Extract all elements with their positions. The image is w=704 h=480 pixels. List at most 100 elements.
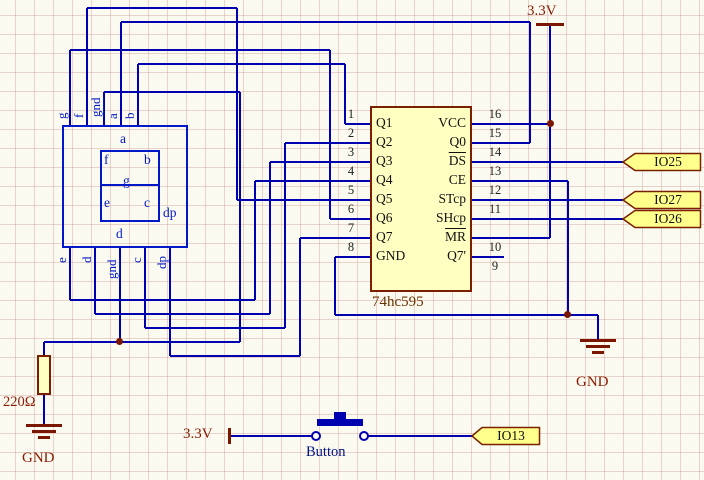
vcc-rail-label[interactable]: 3.3V [527, 3, 557, 19]
display-pin-label-dp: dp [154, 256, 169, 270]
wire [255, 180, 370, 182]
gnd-right-label[interactable]: GND [576, 374, 609, 390]
gnd-right-bar [586, 345, 610, 348]
ic-pin-name-q0: Q0 [449, 134, 467, 149]
display-pin-label-gnd-bottom: gnd [104, 259, 119, 279]
gnd-left-bar [26, 424, 62, 427]
io13-flag[interactable]: IO13 [471, 426, 541, 446]
io27-label: IO27 [654, 192, 682, 207]
ic-pin-name-q2: Q2 [376, 134, 393, 149]
ic-pin-name-q7: Q7 [376, 229, 393, 244]
ic-pin-number-10: 10 [488, 240, 502, 254]
display-pin-label-g: g [54, 112, 69, 120]
wire [472, 142, 530, 144]
ic-pin-name-shcp: SHcp [436, 210, 466, 225]
ic-pin-number-3: 3 [347, 145, 355, 159]
ic-pin-name-mr: MR [444, 229, 466, 244]
wire [86, 8, 88, 125]
wire [95, 313, 270, 315]
vcc-rail-bar [536, 23, 564, 26]
wire [299, 238, 301, 356]
wire [70, 49, 330, 51]
gnd-right-bar [592, 351, 604, 354]
wire [120, 22, 122, 125]
wire [43, 342, 45, 355]
display-pin-label-gnd-top: gnd [88, 97, 103, 117]
ic-pin-name-ds: DS [448, 153, 466, 168]
segment-label-g: g [123, 173, 130, 188]
gnd-left-bar [38, 436, 50, 439]
ic-pin-number-4: 4 [347, 164, 355, 178]
wire [237, 199, 370, 201]
ic-74hc595-body[interactable] [370, 106, 472, 292]
wire [170, 355, 300, 357]
wire [43, 395, 45, 425]
button-vcc-bar [228, 428, 231, 444]
junction-dot [564, 311, 571, 318]
wire [169, 248, 171, 356]
ic-pin-name-q4: Q4 [376, 172, 393, 187]
button-vcc-label[interactable]: 3.3V [183, 426, 213, 442]
wire [300, 237, 370, 239]
segment-label-b: b [144, 152, 151, 167]
display-pin-label-c: c [129, 257, 144, 263]
ic-pin-name-vcc: VCC [438, 115, 466, 130]
wire [70, 299, 255, 301]
wire [119, 248, 121, 342]
ic-pin-name-gnd: GND [376, 248, 406, 263]
gnd-right-bar [580, 339, 616, 342]
segment-label-d: d [116, 226, 123, 241]
wire [472, 237, 550, 239]
wire [69, 248, 71, 300]
wire [121, 21, 530, 23]
wire [44, 341, 240, 343]
gnd-left-label[interactable]: GND [22, 450, 55, 466]
io25-label: IO25 [654, 154, 682, 169]
wire [103, 92, 105, 125]
segment-label-a: a [120, 131, 126, 146]
ic-pin-number-16: 16 [488, 107, 502, 121]
ic-pin-name-q5: Q5 [376, 191, 393, 206]
ic-pin-number-14: 14 [488, 145, 502, 159]
wire [334, 257, 336, 315]
wire [567, 181, 569, 315]
io27-flag[interactable]: IO27 [622, 190, 702, 210]
ic-pin-name-q7p: Q7' [447, 248, 466, 263]
wire [138, 63, 345, 65]
ic-pin-number-9: 9 [491, 259, 499, 273]
wire [529, 22, 531, 143]
ic-pin-number-6: 6 [347, 202, 355, 216]
wire [231, 435, 312, 437]
io26-flag[interactable]: IO26 [622, 209, 702, 229]
gnd-left-bar [32, 430, 56, 433]
ic-pin-number-1: 1 [347, 107, 355, 121]
ic-part-name: 74hc595 [372, 294, 424, 310]
display-pin-label-f: f [71, 113, 86, 119]
ic-pin-number-11: 11 [488, 202, 502, 216]
junction-dot [116, 338, 123, 345]
segment-label-c: c [144, 195, 150, 210]
display-pin-label-a: a [105, 113, 120, 119]
seven-segment-display[interactable] [62, 125, 188, 248]
button-contact-right [359, 431, 369, 441]
wire [472, 180, 568, 182]
ic-pin-number-15: 15 [488, 126, 502, 140]
wire [254, 181, 256, 300]
ic-pin-name-q6: Q6 [376, 210, 393, 225]
ic-pin-number-7: 7 [347, 221, 355, 235]
wire [335, 256, 370, 258]
wire [270, 161, 370, 163]
button-cap[interactable] [317, 419, 363, 426]
wire [69, 50, 71, 125]
io25-flag[interactable]: IO25 [622, 152, 702, 172]
ic-pin-number-13: 13 [488, 164, 502, 178]
button-label: Button [306, 444, 346, 460]
resistor-body[interactable] [37, 355, 51, 395]
display-pin-label-e: e [54, 257, 69, 263]
ic-pin-number-5: 5 [347, 183, 355, 197]
ic-pin-number-2: 2 [347, 126, 355, 140]
wire [285, 142, 370, 144]
button-contact-left [311, 431, 321, 441]
ic-pin-number-8: 8 [347, 240, 355, 254]
